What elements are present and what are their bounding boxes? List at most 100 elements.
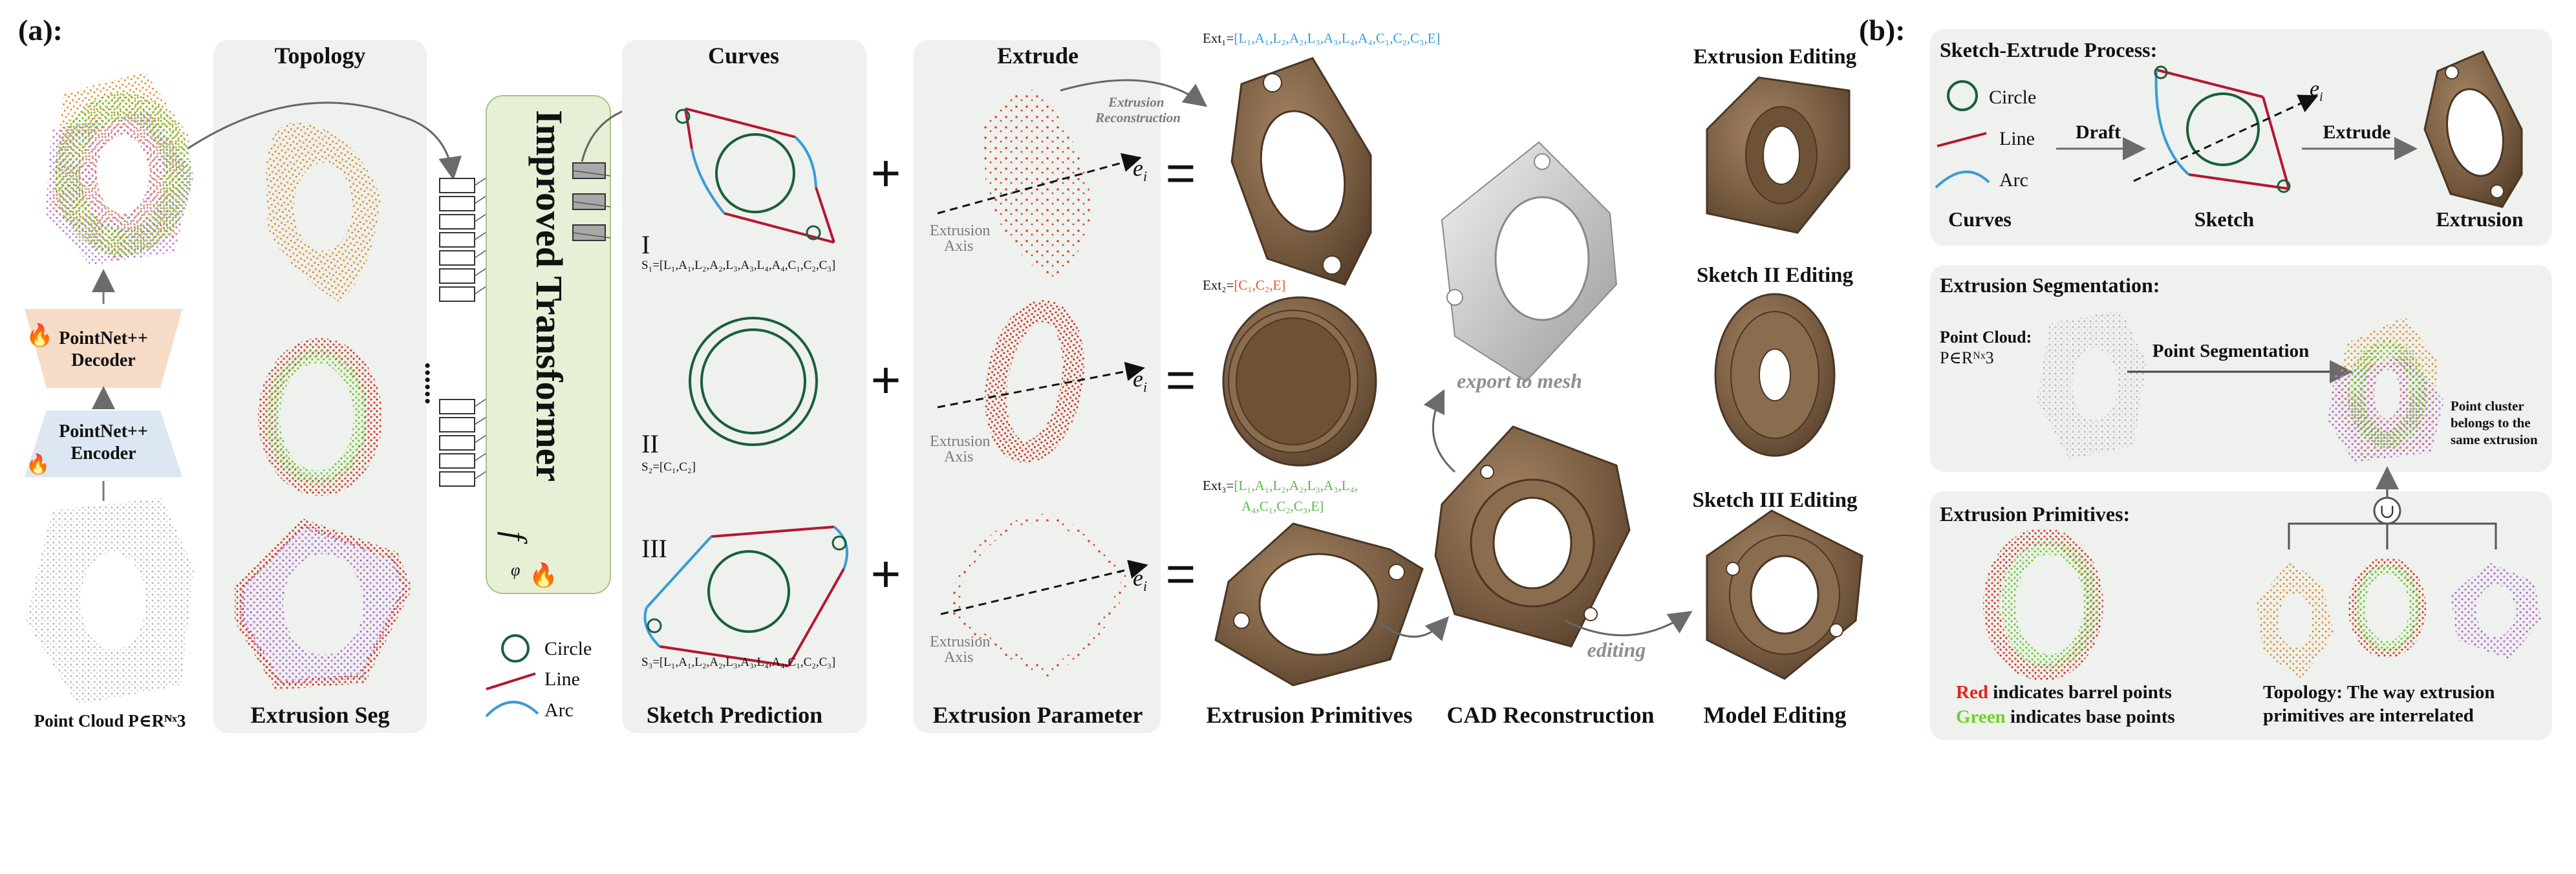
cluster-note-line-3: same extrusion: [2451, 432, 2538, 447]
sub-primitive-orange: [2257, 562, 2334, 679]
segmentation-title: Extrusion Segmentation:: [1940, 273, 2160, 297]
axis-arrow-3: [940, 559, 1148, 615]
cad-reconstruction-column: export to mesh editing CAD Reconstructio…: [1377, 141, 1693, 728]
curves-title: Curves: [708, 43, 779, 69]
axis-e-2: e: [1133, 366, 1143, 392]
axis-i-1: i: [1143, 168, 1147, 184]
ext1-body: [L₁,A₁,L₂,A₂,L₃,A₃,L₄,A₄,C₁,C₂,C₃,E]: [1234, 30, 1440, 46]
sketch2-editing-title: Sketch II Editing: [1697, 264, 1854, 287]
token-box: [439, 178, 475, 193]
token-box: [439, 214, 475, 229]
extrusion-axis-line-2: Axis: [944, 449, 973, 465]
ext3-label: Ext₃=: [1203, 478, 1234, 493]
panel-a-label: (a):: [18, 14, 63, 47]
extrude-cloud-3: [953, 513, 1130, 677]
curve-legend: Circle Line Arc: [485, 634, 592, 721]
extrude-panel: Extrude Extrusion Reconstruction ei Extr…: [914, 40, 1208, 733]
transformer-title: Improved Transformer: [528, 110, 570, 482]
legend-arc-label: Arc: [1999, 169, 2028, 191]
token-connector: [474, 434, 487, 443]
token-box: [439, 232, 475, 248]
extrusion-primitives-column: Ext₁=[L₁,A₁,L₂,A₂,L₃,A₃,L₄,A₄,C₁,C₂,C₃,E…: [1203, 30, 1440, 728]
token-connector: [474, 268, 487, 277]
axis-e-1: e: [1133, 155, 1143, 181]
segmented-cluster: [2328, 317, 2444, 462]
arrow-seg-to-tokens: [187, 101, 462, 180]
axis-i-b: i: [2319, 90, 2323, 104]
improved-transformer-block: Improved Transformer f φ 🔥: [486, 95, 611, 594]
sketch-prediction-title: Sketch Prediction: [647, 702, 822, 728]
extrusion-editing-title: Extrusion Editing: [1693, 45, 1857, 69]
fire-icon: 🔥: [26, 323, 53, 348]
extrusion-reconstruction-line-2: Reconstruction: [1095, 110, 1181, 125]
red-note-text: indicates barrel points: [1988, 682, 2172, 703]
model-editing-column: Extrusion Editing Sketch II Editing Sket…: [1693, 45, 1863, 728]
token-box: [439, 250, 475, 266]
decoder-title: PointNet++: [59, 328, 148, 348]
extrusion-axis-line-1: Extrusion: [930, 634, 990, 650]
green-note: Green indicates base points: [1956, 707, 2175, 727]
token-connector: [572, 170, 611, 176]
line-icon: [1937, 132, 1987, 147]
axis-symbol-2: ei: [1133, 366, 1147, 395]
union-bracket: [2288, 522, 2497, 549]
legend-circle-label: Circle: [544, 638, 592, 659]
line-icon: [486, 672, 536, 690]
axis-arrow-2: [937, 361, 1145, 409]
token-box: [439, 196, 475, 211]
legend-circle-label: Circle: [1989, 87, 2036, 108]
token-connector: [474, 213, 487, 222]
extrusion-seg-title: Extrusion Seg: [250, 702, 389, 728]
encoder-subtitle: Encoder: [70, 443, 136, 464]
token-connector: [474, 286, 487, 295]
topology-primitive-1: [265, 122, 381, 303]
input-point-cloud: [26, 498, 194, 705]
token-connector: [474, 453, 487, 462]
draft-label: Draft: [2076, 122, 2121, 143]
primitive-1-solid: [1230, 57, 1372, 286]
axis-symbol-1: ei: [1133, 155, 1147, 184]
arrow-cad-to-editing: [1564, 611, 1693, 637]
sketch-1-formula: S₁=[L₁,A₁,L₂,A₂,L₃,A₃,L₄,A₄,C₁,C₂,C₃]: [641, 259, 835, 272]
sketch-2-curves: [689, 317, 818, 446]
sketch-extrude-process-box: Sketch-Extrude Process: Circle Line Arc …: [1930, 29, 2552, 246]
green-word: Green: [1956, 707, 2006, 727]
extrusion-parameter-title: Extrusion Parameter: [933, 702, 1143, 728]
topology-note-line-1: Topology: The way extrusion: [2263, 682, 2495, 703]
token-box: [439, 471, 475, 487]
decoder-block: 🔥 PointNet++ Decoder: [25, 309, 182, 388]
topology-panel: Topology Extrusion Seg: [213, 40, 427, 733]
token-connector: [474, 177, 487, 186]
sketch2-edited-model: [1714, 293, 1836, 457]
output-token-stack: [572, 162, 611, 241]
ext1-formula: Ext₁=[L₁,A₁,L₂,A₂,L₃,A₃,L₄,A₄,C₁,C₂,C₃,E…: [1203, 30, 1440, 46]
encoder-title: PointNet++: [59, 421, 148, 442]
topology-note-line-2: primitives are interrelated: [2263, 705, 2474, 726]
sketch-caption: Sketch: [2195, 208, 2255, 231]
axis-e-3: e: [1133, 565, 1143, 591]
arc-icon: [485, 700, 539, 718]
axis-symbol-3: ei: [1133, 565, 1147, 594]
ext3-formula-line-1: Ext₃=[L₁,A₁,L₂,A₂,L₃,A₃,L₄,: [1203, 478, 1358, 493]
editing-label: editing: [1587, 638, 1646, 661]
extrusion-segmentation-box: Extrusion Segmentation: Point Cloud: P∈R…: [1930, 265, 2552, 472]
extrusion-axis-line-2: Axis: [944, 238, 973, 255]
cluster-note: Point cluster belongs to the same extrus…: [2451, 398, 2538, 447]
token-connector: [474, 398, 487, 407]
primitive-3-solid: [1214, 522, 1424, 687]
sketch-3-curves: [643, 526, 848, 667]
token-connector: [474, 471, 487, 480]
ext2-label: Ext₂=: [1203, 277, 1234, 293]
extrusion-primitives-title: Extrusion Primitives: [1207, 702, 1413, 728]
token-ellipsis: ......: [419, 362, 451, 405]
arrow-primitives-to-cad: [1377, 616, 1450, 642]
extrusion-axis-line-2: Axis: [944, 649, 973, 666]
decoder-subtitle: Decoder: [71, 350, 136, 370]
extrusion-axis-label-2: Extrusion Axis: [930, 433, 994, 465]
token-box: [439, 286, 475, 302]
axis-arrow-1: [937, 153, 1142, 215]
cad-model: [1434, 425, 1631, 648]
token-connector: [474, 231, 487, 240]
plus-sign-2: +: [871, 351, 901, 409]
